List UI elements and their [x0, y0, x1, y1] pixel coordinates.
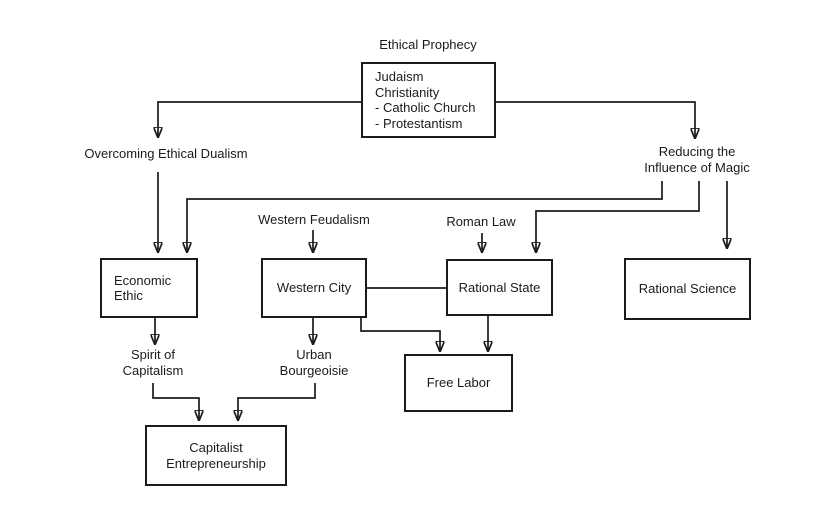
edge-reducing-magic-to-rational-state	[536, 181, 700, 252]
node-rational-state-label: Rational State	[458, 279, 541, 295]
label-western-feudalism: Western Feudalism	[258, 212, 370, 227]
label-roman-law: Roman Law	[446, 214, 516, 229]
label-spirit-line1: Spirit of	[130, 347, 176, 362]
label-overcoming-ethical-dualism: Overcoming Ethical Dualism	[84, 146, 248, 161]
label-reducing-line2: Influence of Magic	[644, 160, 750, 175]
edge-reducing-magic-to-economic-ethic	[187, 181, 663, 252]
label-spirit-of-capitalism: Spirit of Capitalism	[93, 347, 213, 379]
label-ethical-prophecy: Ethical Prophecy	[379, 37, 477, 52]
node-rational-science: Rational Science	[624, 258, 751, 320]
node-western-city: Western City	[261, 258, 367, 318]
node-economic-ethic-line2: Ethic	[114, 288, 143, 303]
node-economic-ethic-line1: Economic	[114, 272, 172, 288]
node-ethical-prophecy-sources: Judaism Christianity - Catholic Church -…	[361, 62, 496, 138]
edge-spirit-to-capitalist-entrepreneurship	[152, 383, 199, 420]
edge-prophecy-to-reducing-magic	[496, 101, 695, 138]
node-rational-science-label: Rational Science	[638, 281, 737, 297]
node-sources-line-christianity: Christianity	[375, 84, 440, 100]
node-sources-line-judaism: Judaism	[375, 69, 424, 84]
node-economic-ethic: Economic Ethic	[100, 258, 198, 318]
label-urban-line2: Bourgeoisie	[279, 363, 349, 378]
label-spirit-line2: Capitalism	[122, 363, 184, 378]
node-rational-state: Rational State	[446, 259, 553, 316]
label-urban-line1: Urban	[296, 347, 332, 362]
label-reducing-line1: Reducing the	[658, 144, 736, 159]
label-urban-bourgeoisie: Urban Bourgeoisie	[254, 347, 374, 379]
edge-urban-to-capitalist-entrepreneurship	[238, 383, 316, 420]
node-capitalist-line1: Capitalist	[189, 440, 243, 455]
node-capitalist-entrepreneurship: Capitalist Entrepreneurship	[145, 425, 287, 486]
edge-prophecy-to-overcoming	[158, 101, 361, 137]
node-free-labor: Free Labor	[404, 354, 513, 412]
node-sources-line-catholic-church: - Catholic Church	[375, 100, 476, 115]
node-sources-line-protestantism: - Protestantism	[375, 115, 463, 131]
node-capitalist-line2: Entrepreneurship	[166, 455, 266, 471]
label-reducing-influence-of-magic: Reducing the Influence of Magic	[617, 144, 777, 176]
node-western-city-label: Western City	[276, 280, 352, 296]
node-free-labor-label: Free Labor	[426, 375, 491, 391]
edge-western-city-to-free-labor	[360, 318, 440, 351]
